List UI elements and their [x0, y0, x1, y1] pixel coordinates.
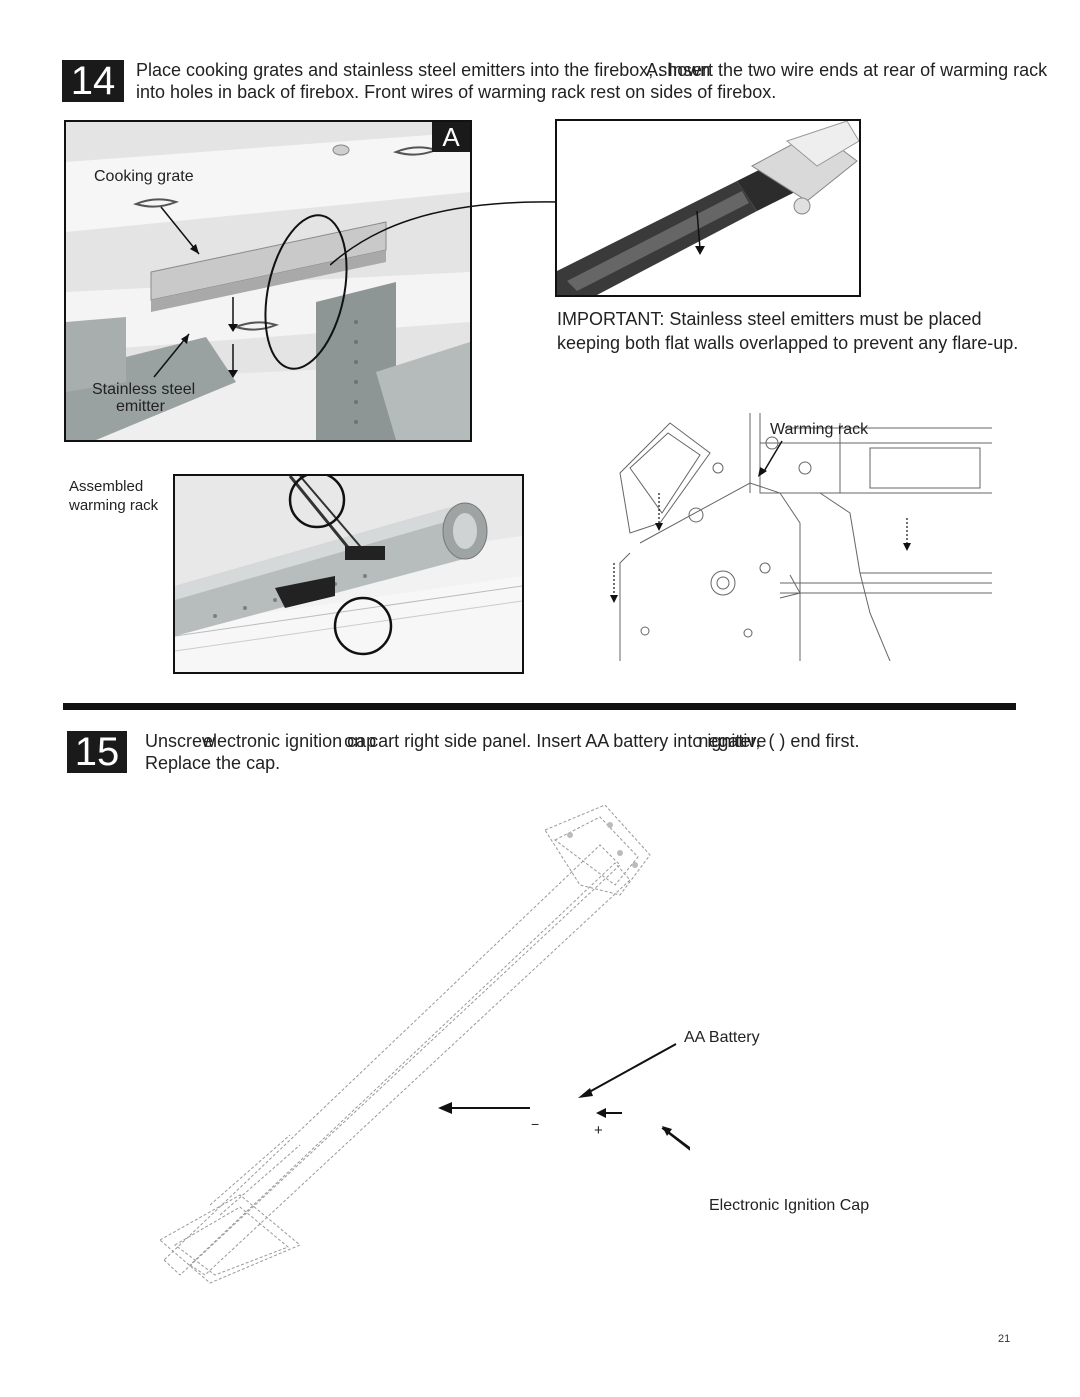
figure-a-illustration [66, 122, 470, 440]
assembled-label: Assembled warming rack [69, 477, 158, 515]
figure-a-badge: A [432, 122, 470, 152]
emitter-label-2: emitter [116, 398, 165, 415]
step-14-number: 14 [62, 60, 124, 102]
step-14-line-2: into holes in back of firebox. Front wir… [136, 82, 777, 102]
detail-connector-line [330, 201, 559, 266]
negative-sign: − [531, 1116, 540, 1132]
step-14-line-1: Place cooking grates and stainless steel… [136, 60, 711, 80]
step-15-text-panel: on cart right side panel. Insert AA batt… [344, 731, 761, 751]
warming-rack-label: Warming rack [770, 421, 869, 438]
igniter-tube-illustration [159, 805, 651, 1284]
page-number: 21 [998, 1333, 1011, 1345]
figure-emitter-detail [555, 119, 861, 297]
figure-assembled-warming-rack [173, 474, 524, 674]
step-15-text-negative: negative [698, 731, 767, 751]
section-divider [63, 703, 1016, 710]
important-note: IMPORTANT: Stainless steel emitters must… [557, 307, 1018, 355]
step-14-line-1-overlap: A. Insert the two wire ends at rear of w… [646, 60, 1048, 80]
emitter-detail-illustration [557, 121, 859, 295]
aa-battery-label: AA Battery [684, 1029, 760, 1046]
cooking-grate-label: Cooking grate [94, 168, 194, 185]
emitter-label-1: Stainless steel [92, 381, 196, 398]
positive-sign: + [594, 1122, 603, 1139]
warming-rack-illustration [175, 476, 522, 672]
important-line-1: IMPORTANT: Stainless steel emitters must… [557, 309, 982, 329]
important-line-2: keeping both flat walls overlapped to pr… [557, 333, 1019, 353]
battery-arrows [438, 1043, 690, 1151]
ignition-cap-label: Electronic Ignition Cap [709, 1197, 870, 1214]
step-15-text-unscrew: Unscrew [145, 731, 216, 751]
figure-a-cooking-grate: A Cooking grate Stainless steel emitter [64, 120, 472, 442]
step-15-text-end-first: ( ) end first. [768, 731, 860, 751]
step-15-number: 15 [67, 731, 127, 773]
step-15-line-2: Replace the cap. [145, 753, 281, 773]
step-15-text-cap: electronic ignition cap [203, 731, 377, 751]
assembled-label-line-2: warming rack [69, 497, 159, 514]
figure-warming-rack-side: Warming rack [600, 413, 992, 661]
assembled-label-line-1: Assembled [69, 478, 144, 495]
warming-rack-side-illustration [610, 413, 992, 661]
step-15-line-1: Unscrewelectronic ignition capon cart ri… [145, 730, 859, 752]
